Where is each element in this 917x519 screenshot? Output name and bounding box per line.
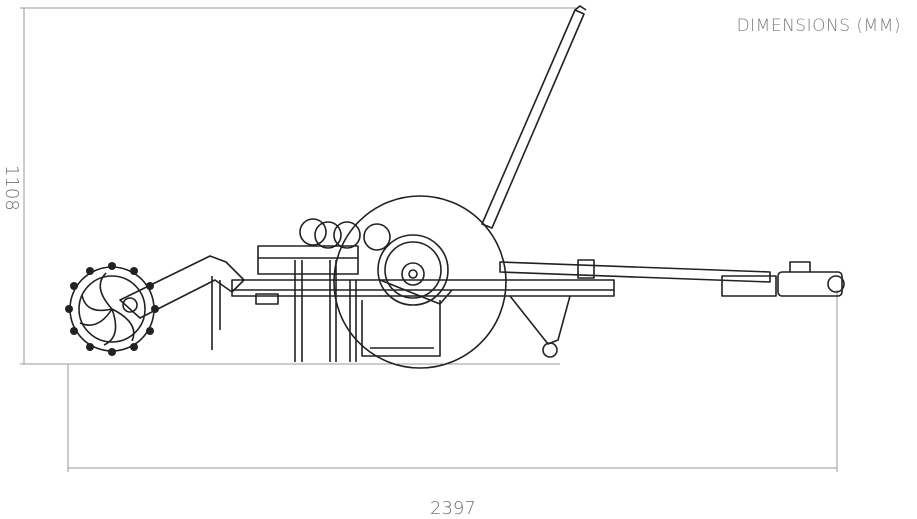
lever-handle — [481, 9, 585, 229]
large-wheel — [333, 195, 507, 369]
coulter-springs — [257, 218, 391, 275]
main-frame — [231, 279, 615, 297]
length-dimension-label: 2397 — [430, 498, 476, 519]
roller-arm — [119, 255, 245, 319]
dimensions-title: DIMENSIONS (MM) — [736, 16, 901, 36]
shanks — [294, 260, 357, 362]
packer-roller — [65, 262, 159, 356]
hitch-coupling — [777, 261, 845, 297]
support-leg — [509, 295, 571, 345]
machine-outline — [65, 5, 845, 369]
drawbar — [499, 261, 771, 283]
height-dimension-label: 1108 — [1, 165, 22, 211]
